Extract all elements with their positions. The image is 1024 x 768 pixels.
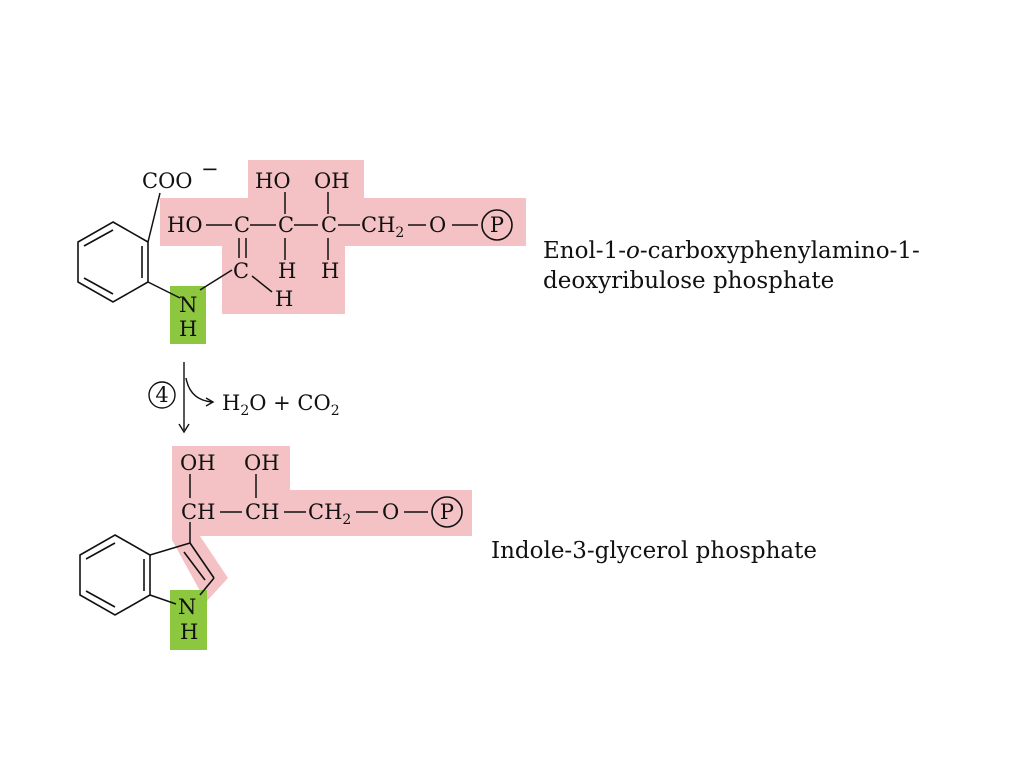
glycerol-highlight-bottom	[172, 446, 472, 602]
hydrogen-c2: H	[278, 259, 296, 283]
hydroxyl-1-bottom: OH	[180, 451, 216, 475]
compound-name-bottom: Indole-3-glycerol phosphate	[491, 538, 817, 564]
compound-name-top: Enol-1-o-carboxyphenylamino-1- deoxyribu…	[543, 238, 920, 294]
benzene-ring-top	[77, 221, 149, 303]
ribose-highlight-top	[160, 160, 526, 314]
hydroxyl-enol: HO	[167, 213, 203, 237]
phosphate-circle-top	[481, 209, 513, 241]
bonds-top	[147, 192, 478, 299]
phosphate-p-top: P	[490, 213, 504, 237]
nitrogen-hydrogen-top: H	[179, 317, 197, 341]
nitrogen-highlight-bottom	[170, 590, 207, 650]
nitrogen-hydrogen-bottom: H	[180, 620, 198, 644]
hydrogen-enol: H	[275, 287, 293, 311]
indole-ring-bottom	[79, 534, 215, 616]
hydroxyl-c2-top: HO	[255, 169, 291, 193]
step-number-circle	[148, 381, 176, 409]
ch-group-2-bottom: CH	[245, 500, 279, 524]
step-number: 4	[155, 383, 168, 407]
ester-oxygen-bottom: O	[382, 500, 399, 524]
carboxylate-group: COO	[142, 169, 193, 193]
nitrogen-top: N	[179, 293, 197, 317]
ch2-group-top: CH2	[361, 213, 404, 241]
carbon-c3: C	[321, 213, 337, 237]
byproducts-label: H2O + CO2	[222, 391, 340, 419]
hydrogen-c3: H	[321, 259, 339, 283]
ch-group-1-bottom: CH	[181, 500, 215, 524]
ester-oxygen-top: O	[429, 213, 446, 237]
carbon-c2: C	[278, 213, 294, 237]
phosphate-p-bottom: P	[440, 500, 454, 524]
carbon-enol: C	[233, 259, 249, 283]
hydroxyl-c3-top: OH	[314, 169, 350, 193]
bonds-bottom	[189, 474, 428, 543]
carboxylate-charge: −	[201, 157, 219, 181]
ch2-group-bottom: CH2	[308, 500, 351, 528]
reaction-arrow	[178, 362, 215, 434]
carbon-c1: C	[234, 213, 250, 237]
phosphate-circle-bottom	[431, 496, 463, 528]
nitrogen-bottom: N	[178, 595, 196, 619]
hydroxyl-2-bottom: OH	[244, 451, 280, 475]
